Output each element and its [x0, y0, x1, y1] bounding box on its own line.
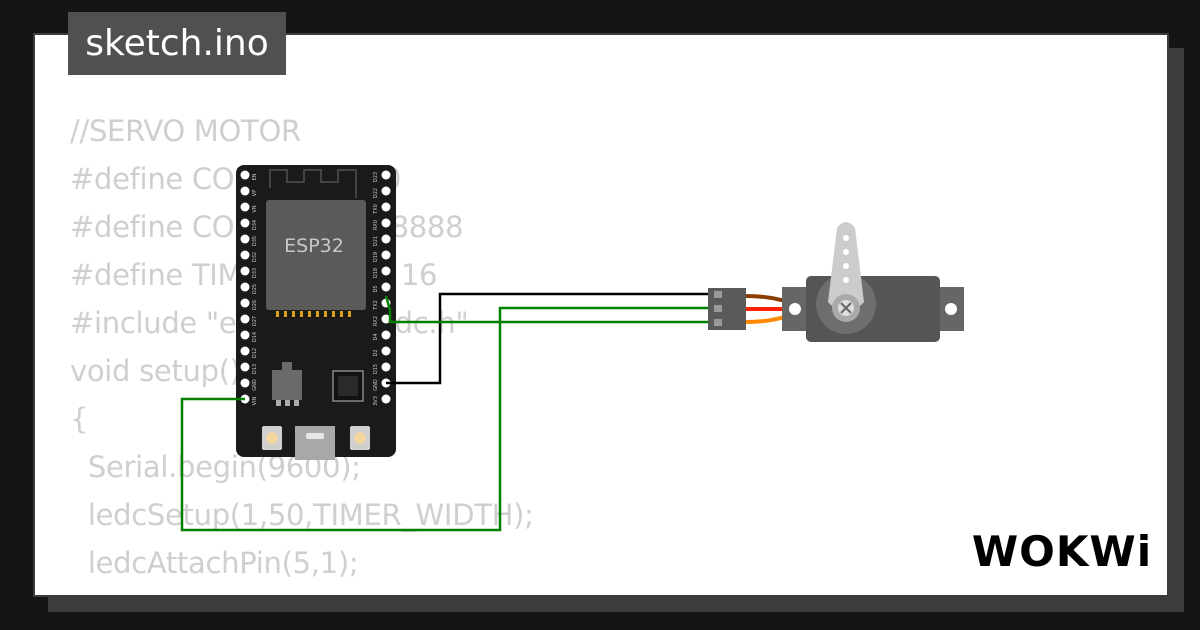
pin-right-d21[interactable]	[381, 234, 391, 244]
pin-right-3v3[interactable]	[381, 394, 391, 404]
pin-left-en[interactable]	[240, 170, 250, 180]
pin-label: RX2	[373, 316, 379, 326]
wire-vin[interactable]	[180, 306, 710, 532]
pin-label: D27	[252, 316, 258, 326]
pin-label: D18	[373, 268, 379, 278]
voltage-regulator	[272, 362, 302, 406]
pin-right-d22[interactable]	[381, 186, 391, 196]
boot-button[interactable]	[350, 426, 370, 450]
pin-left-gnd[interactable]	[240, 378, 250, 388]
pin-label: D22	[373, 188, 379, 198]
pin-label: TX0	[373, 204, 379, 215]
pin-left-d13[interactable]	[240, 362, 250, 372]
pin-label: D23	[373, 172, 379, 182]
servo-connector	[708, 288, 746, 330]
wires	[180, 292, 710, 532]
pin-left-vn[interactable]	[240, 202, 250, 212]
pin-label: D14	[252, 332, 258, 342]
servo-motor[interactable]	[708, 222, 964, 342]
wire-signal[interactable]	[384, 295, 710, 324]
pin-right-d5[interactable]	[381, 282, 391, 292]
pin-label: D13	[252, 364, 258, 374]
servo-horn-holes	[843, 235, 849, 283]
pin-headers	[240, 170, 391, 404]
usb-serial-chip	[332, 370, 364, 402]
pin-right-d15[interactable]	[381, 362, 391, 372]
pin-right-d4[interactable]	[381, 330, 391, 340]
pin-label: VP	[252, 190, 258, 196]
wire-gnd[interactable]	[386, 292, 710, 385]
pin-left-d25[interactable]	[240, 282, 250, 292]
code-line: void setup() {	[70, 354, 268, 388]
pin-label: D32	[252, 252, 258, 262]
pin-right-rx0[interactable]	[381, 218, 391, 228]
pin-label: D33	[252, 268, 258, 278]
code-line: ledcAttachPin(5,1);	[70, 546, 359, 580]
code-line: //SERVO MOTOR	[70, 114, 301, 148]
pin-label: D4	[373, 333, 379, 340]
esp32-module	[266, 200, 366, 310]
pin-label: GND	[373, 379, 379, 391]
pin-label: RX0	[373, 220, 379, 230]
pin-right-d23[interactable]	[381, 170, 391, 180]
en-button[interactable]	[262, 426, 282, 450]
pin-left-d33[interactable]	[240, 266, 250, 276]
pin-left-d26[interactable]	[240, 298, 250, 308]
pin-left-d27[interactable]	[240, 314, 250, 324]
pin-label: D34	[252, 220, 258, 230]
module-pads	[276, 311, 351, 317]
screw-icon	[840, 302, 852, 314]
code-line: ledcSetup(1,50,TIMER_WIDTH);	[70, 498, 534, 532]
esp32-board[interactable]: ESP32	[236, 165, 396, 460]
pin-label: GND	[252, 379, 258, 391]
pin-label: D12	[252, 348, 258, 358]
antenna-trace	[269, 169, 357, 198]
pin-label: EN	[252, 173, 258, 180]
pin-label: D15	[373, 364, 379, 374]
pin-left-d34[interactable]	[240, 218, 250, 228]
pin-left-d35[interactable]	[240, 234, 250, 244]
editor-frame: //SERVO MOTOR#define COUNT_LOW 0#define …	[33, 33, 1169, 597]
pin-right-d2[interactable]	[381, 346, 391, 356]
pin-left-d14[interactable]	[240, 330, 250, 340]
pin-label: D2	[373, 349, 379, 356]
pin-right-tx0[interactable]	[381, 202, 391, 212]
pin-left-vp[interactable]	[240, 186, 250, 196]
micro-usb-port	[295, 426, 335, 460]
pin-right-d19[interactable]	[381, 250, 391, 260]
pin-label: VIN	[252, 396, 258, 405]
pin-right-d18[interactable]	[381, 266, 391, 276]
pin-label: D26	[252, 300, 258, 310]
pin-label: VN	[252, 205, 258, 212]
pin-left-d12[interactable]	[240, 346, 250, 356]
file-tab[interactable]: sketch.ino	[68, 12, 286, 75]
file-tab-label: sketch.ino	[85, 23, 269, 64]
pin-label: TX2	[373, 300, 379, 311]
pin-label: D21	[373, 236, 379, 246]
pin-label: D35	[252, 236, 258, 246]
code-line: {	[70, 402, 89, 436]
wokwi-logo: WOKWi	[972, 527, 1152, 576]
pin-left-d32[interactable]	[240, 250, 250, 260]
pin-right-rx2[interactable]	[381, 314, 391, 324]
chip-label: ESP32	[284, 235, 344, 257]
pin-label: D19	[373, 252, 379, 262]
pin-label: 3V3	[373, 396, 379, 406]
pin-label: D5	[373, 285, 379, 292]
pin-label: D25	[252, 284, 258, 294]
code-line: }	[70, 587, 534, 595]
